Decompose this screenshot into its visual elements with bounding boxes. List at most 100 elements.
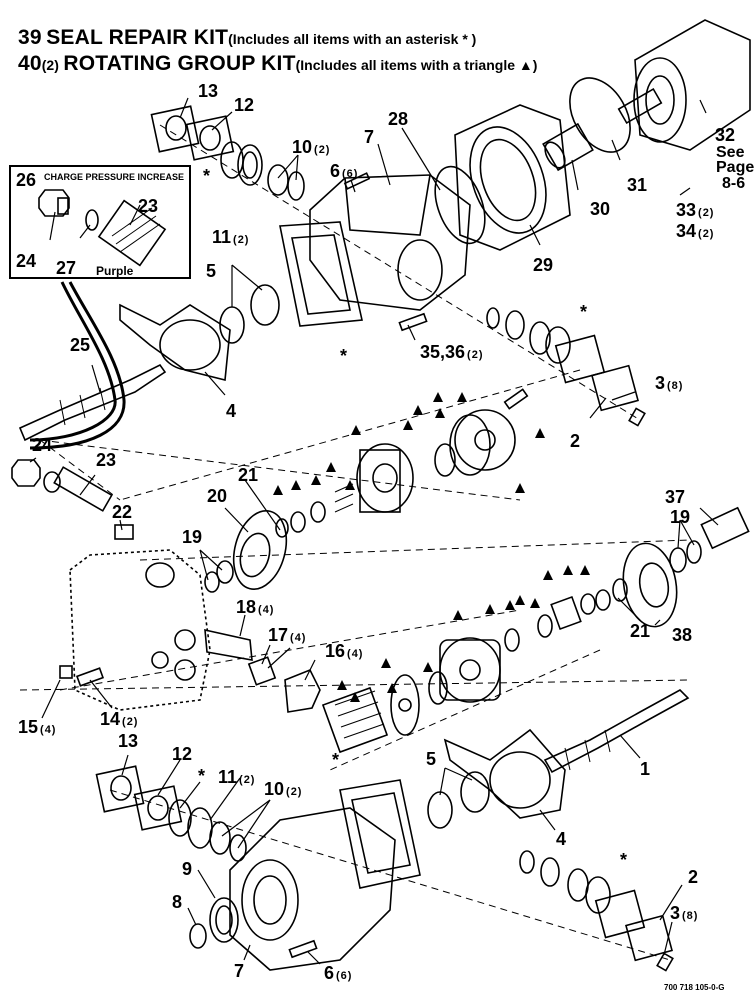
see-label: See xyxy=(716,144,745,161)
leader-lines xyxy=(29,97,719,965)
callout-number: 37 xyxy=(665,487,686,507)
callout-qty: (6) xyxy=(336,970,353,982)
callout-number: 16 xyxy=(325,641,346,661)
callout-qty: (4) xyxy=(347,648,364,660)
callout-number: 29 xyxy=(533,255,554,275)
svg-text:*: * xyxy=(580,302,587,322)
callout-number: 12 xyxy=(234,95,255,115)
callout-17: 17(4) xyxy=(268,626,306,644)
callout-23-lower: 23 xyxy=(96,451,116,469)
callout-2-top: 2 xyxy=(570,432,580,450)
callout-number: 2 xyxy=(688,867,699,887)
callout-qty: (6) xyxy=(342,168,359,180)
callout-qty: (2) xyxy=(467,349,484,361)
callout-33: 33(2) xyxy=(676,201,714,219)
callout-31: 31 xyxy=(627,176,647,194)
callout-24-lower: 24 xyxy=(32,436,52,454)
callout-5-top: 5 xyxy=(206,262,216,280)
callout-25: 25 xyxy=(70,336,90,354)
callout-number: 10 xyxy=(264,779,285,799)
callout-number: 2 xyxy=(570,431,581,451)
callout-4-top: 4 xyxy=(226,402,236,420)
callout-number: 3 xyxy=(670,903,681,923)
callout-number: 20 xyxy=(207,486,228,506)
callout-23-inset: 23 xyxy=(138,197,158,215)
callout-number: 4 xyxy=(556,829,567,849)
callout-19-right: 19 xyxy=(670,508,690,526)
inset-box xyxy=(9,165,191,279)
callout-number: 19 xyxy=(670,507,691,527)
callout-number: 24 xyxy=(32,435,53,455)
callout-number: 23 xyxy=(96,450,117,470)
callout-13-bottom: 13 xyxy=(118,732,138,750)
callout-number: 1 xyxy=(640,759,651,779)
callout-number: 24 xyxy=(16,251,37,271)
callout-30: 30 xyxy=(590,200,610,218)
inset-title: CHARGE PRESSURE INCREASE xyxy=(44,172,185,182)
callout-qty: (2) xyxy=(698,228,715,240)
callout-number: 10 xyxy=(292,137,313,157)
page-label: Page xyxy=(716,159,755,176)
callout-number: 19 xyxy=(182,527,203,547)
callout-number: 17 xyxy=(268,625,289,645)
callout-14: 14(2) xyxy=(100,710,138,728)
callout-16: 16(4) xyxy=(325,642,363,660)
callout-number: 21 xyxy=(630,621,651,641)
callout-29: 29 xyxy=(533,256,553,274)
callout-24-inset: 24 xyxy=(16,252,36,270)
asterisk-markers: * * * * * * xyxy=(198,166,627,870)
callout-4-bottom: 4 xyxy=(556,830,566,848)
callout-28: 28 xyxy=(388,110,408,128)
callout-qty: (2) xyxy=(286,786,303,798)
header-line2-number: 40 xyxy=(18,52,42,75)
callout-number: 12 xyxy=(172,744,193,764)
callout-number: 35,36 xyxy=(420,342,466,362)
header-line-rotating-kit: 40(2) ROTATING GROUP KIT(Includes all it… xyxy=(18,52,537,76)
callout-number: 18 xyxy=(236,597,257,617)
callout-qty: (2) xyxy=(239,774,256,786)
axis-lines xyxy=(19,124,691,961)
header-line2-title: ROTATING GROUP KIT xyxy=(63,52,296,75)
callout-35-36: 35,36(2) xyxy=(420,343,484,361)
callout-number: 15 xyxy=(18,717,39,737)
callout-32: 32 xyxy=(715,126,735,144)
header-line1-number: 39 xyxy=(18,26,42,49)
header-line1-title: SEAL REPAIR KIT xyxy=(46,26,229,49)
callout-qty: (2) xyxy=(698,207,715,219)
callout-19-left: 19 xyxy=(182,528,202,546)
header-line2-qty: (2) xyxy=(41,57,59,73)
callout-2-bottom: 2 xyxy=(688,868,698,886)
drawing-reference: 700 718 105-0-G xyxy=(664,983,725,992)
callout-number: 6 xyxy=(330,161,341,181)
callout-3-top: 3(8) xyxy=(655,374,683,392)
callout-number: 30 xyxy=(590,199,611,219)
callout-9: 9 xyxy=(182,860,192,878)
callout-number: 38 xyxy=(672,625,693,645)
callout-22: 22 xyxy=(112,503,132,521)
callout-11-top: 11(2) xyxy=(212,228,249,246)
callout-number: 13 xyxy=(198,81,219,101)
callout-21-upper: 21 xyxy=(238,466,258,484)
header-line-seal-kit: 39 SEAL REPAIR KIT(Includes all items wi… xyxy=(18,26,476,50)
callout-10-top: 10(2) xyxy=(292,138,330,156)
inset-number: 26 xyxy=(16,170,37,190)
callout-number: 21 xyxy=(238,465,259,485)
svg-text:*: * xyxy=(340,346,347,366)
callout-qty: (4) xyxy=(40,724,57,736)
callout-8: 8 xyxy=(172,893,182,911)
callout-12-bottom: 12 xyxy=(172,745,192,763)
callout-34: 34(2) xyxy=(676,222,714,240)
svg-text:*: * xyxy=(203,166,210,186)
callout-qty: (8) xyxy=(682,910,699,922)
callout-12-top: 12 xyxy=(234,96,254,114)
header-line2-note: (Includes all items with a triangle ▲) xyxy=(295,57,538,73)
callout-number: 14 xyxy=(100,709,121,729)
callout-5-bottom: 5 xyxy=(426,750,436,768)
callout-qty: (2) xyxy=(314,144,331,156)
callout-15: 15(4) xyxy=(18,718,56,736)
callout-number: 8 xyxy=(172,892,183,912)
page-number-label: 8-6 xyxy=(722,175,746,192)
callout-number: 3 xyxy=(655,373,666,393)
